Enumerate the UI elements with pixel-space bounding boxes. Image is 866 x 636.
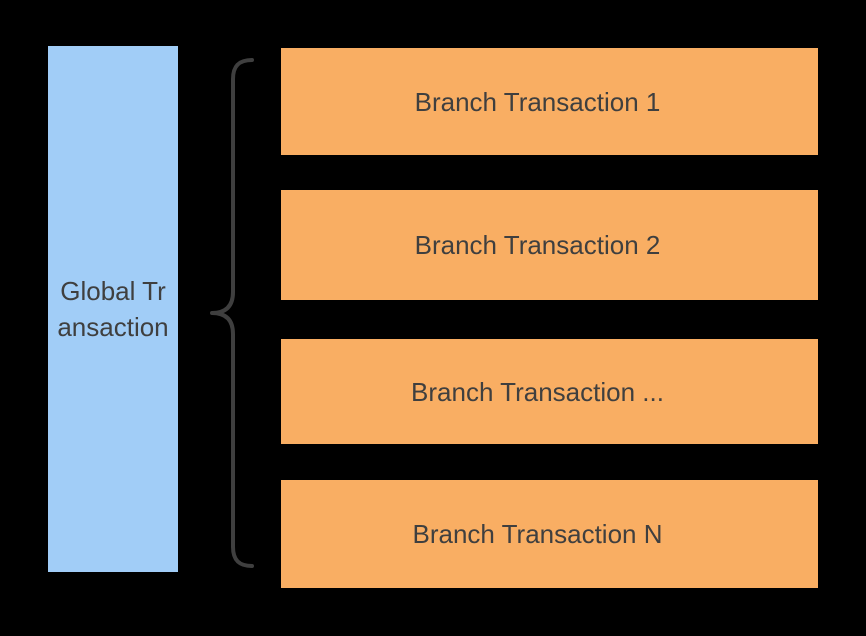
global-transaction-node[interactable]: Global Transaction bbox=[48, 46, 178, 572]
branch-transaction-node-1[interactable]: Branch Transaction 1 bbox=[281, 48, 818, 155]
branch-transaction-label-1: Branch Transaction 1 bbox=[414, 86, 661, 117]
curly-brace-icon bbox=[210, 58, 254, 568]
branch-transaction-label-2: Branch Transaction 2 bbox=[414, 230, 661, 260]
branch-transaction-node-3[interactable]: Branch Transaction ... bbox=[281, 339, 818, 444]
branch-transaction-label-4: Branch Transaction N bbox=[412, 519, 663, 549]
branch-transaction-node-4[interactable]: Branch Transaction N bbox=[281, 480, 818, 588]
global-transaction-label: Global Transaction bbox=[57, 276, 169, 342]
branch-transaction-node-2[interactable]: Branch Transaction 2 bbox=[281, 190, 818, 300]
branch-transaction-label-3: Branch Transaction ... bbox=[411, 376, 664, 407]
